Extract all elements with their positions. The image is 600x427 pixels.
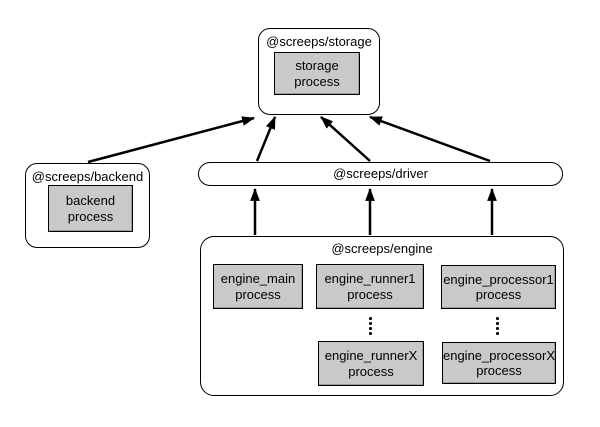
arrow-backend-to-storage: [87, 116, 256, 164]
engine-runnerX-process-box: engine_runnerX process: [318, 341, 424, 386]
engine-processorX-process-box: engine_processorX process: [442, 342, 556, 384]
engine-runner1-process-box: engine_runner1 process: [316, 264, 424, 309]
vertical-ellipsis-icon: [369, 317, 372, 335]
node-driver-title: @screeps/driver: [333, 166, 428, 181]
node-backend-title: @screeps/backend: [31, 169, 144, 184]
arrow-driver-left-to-storage: [255, 115, 277, 162]
node-backend: @screeps/backend backend process: [25, 163, 150, 248]
arrow-driver-middle-to-storage: [320, 116, 371, 162]
engine-main-process-box: engine_main process: [213, 264, 303, 309]
arrow-driver-right-to-storage: [368, 115, 491, 163]
node-storage: @screeps/storage storage process: [258, 28, 380, 115]
node-storage-title: @screeps/storage: [266, 34, 372, 49]
node-driver: @screeps/driver: [198, 162, 563, 186]
engine-processor1-process-box: engine_processor1 process: [441, 265, 556, 309]
backend-process-box: backend process: [48, 185, 133, 232]
node-engine: @screeps/engine engine_main process engi…: [200, 236, 564, 396]
node-engine-title: @screeps/engine: [331, 241, 433, 256]
vertical-ellipsis-icon: [496, 317, 499, 335]
storage-process-box: storage process: [274, 52, 360, 95]
